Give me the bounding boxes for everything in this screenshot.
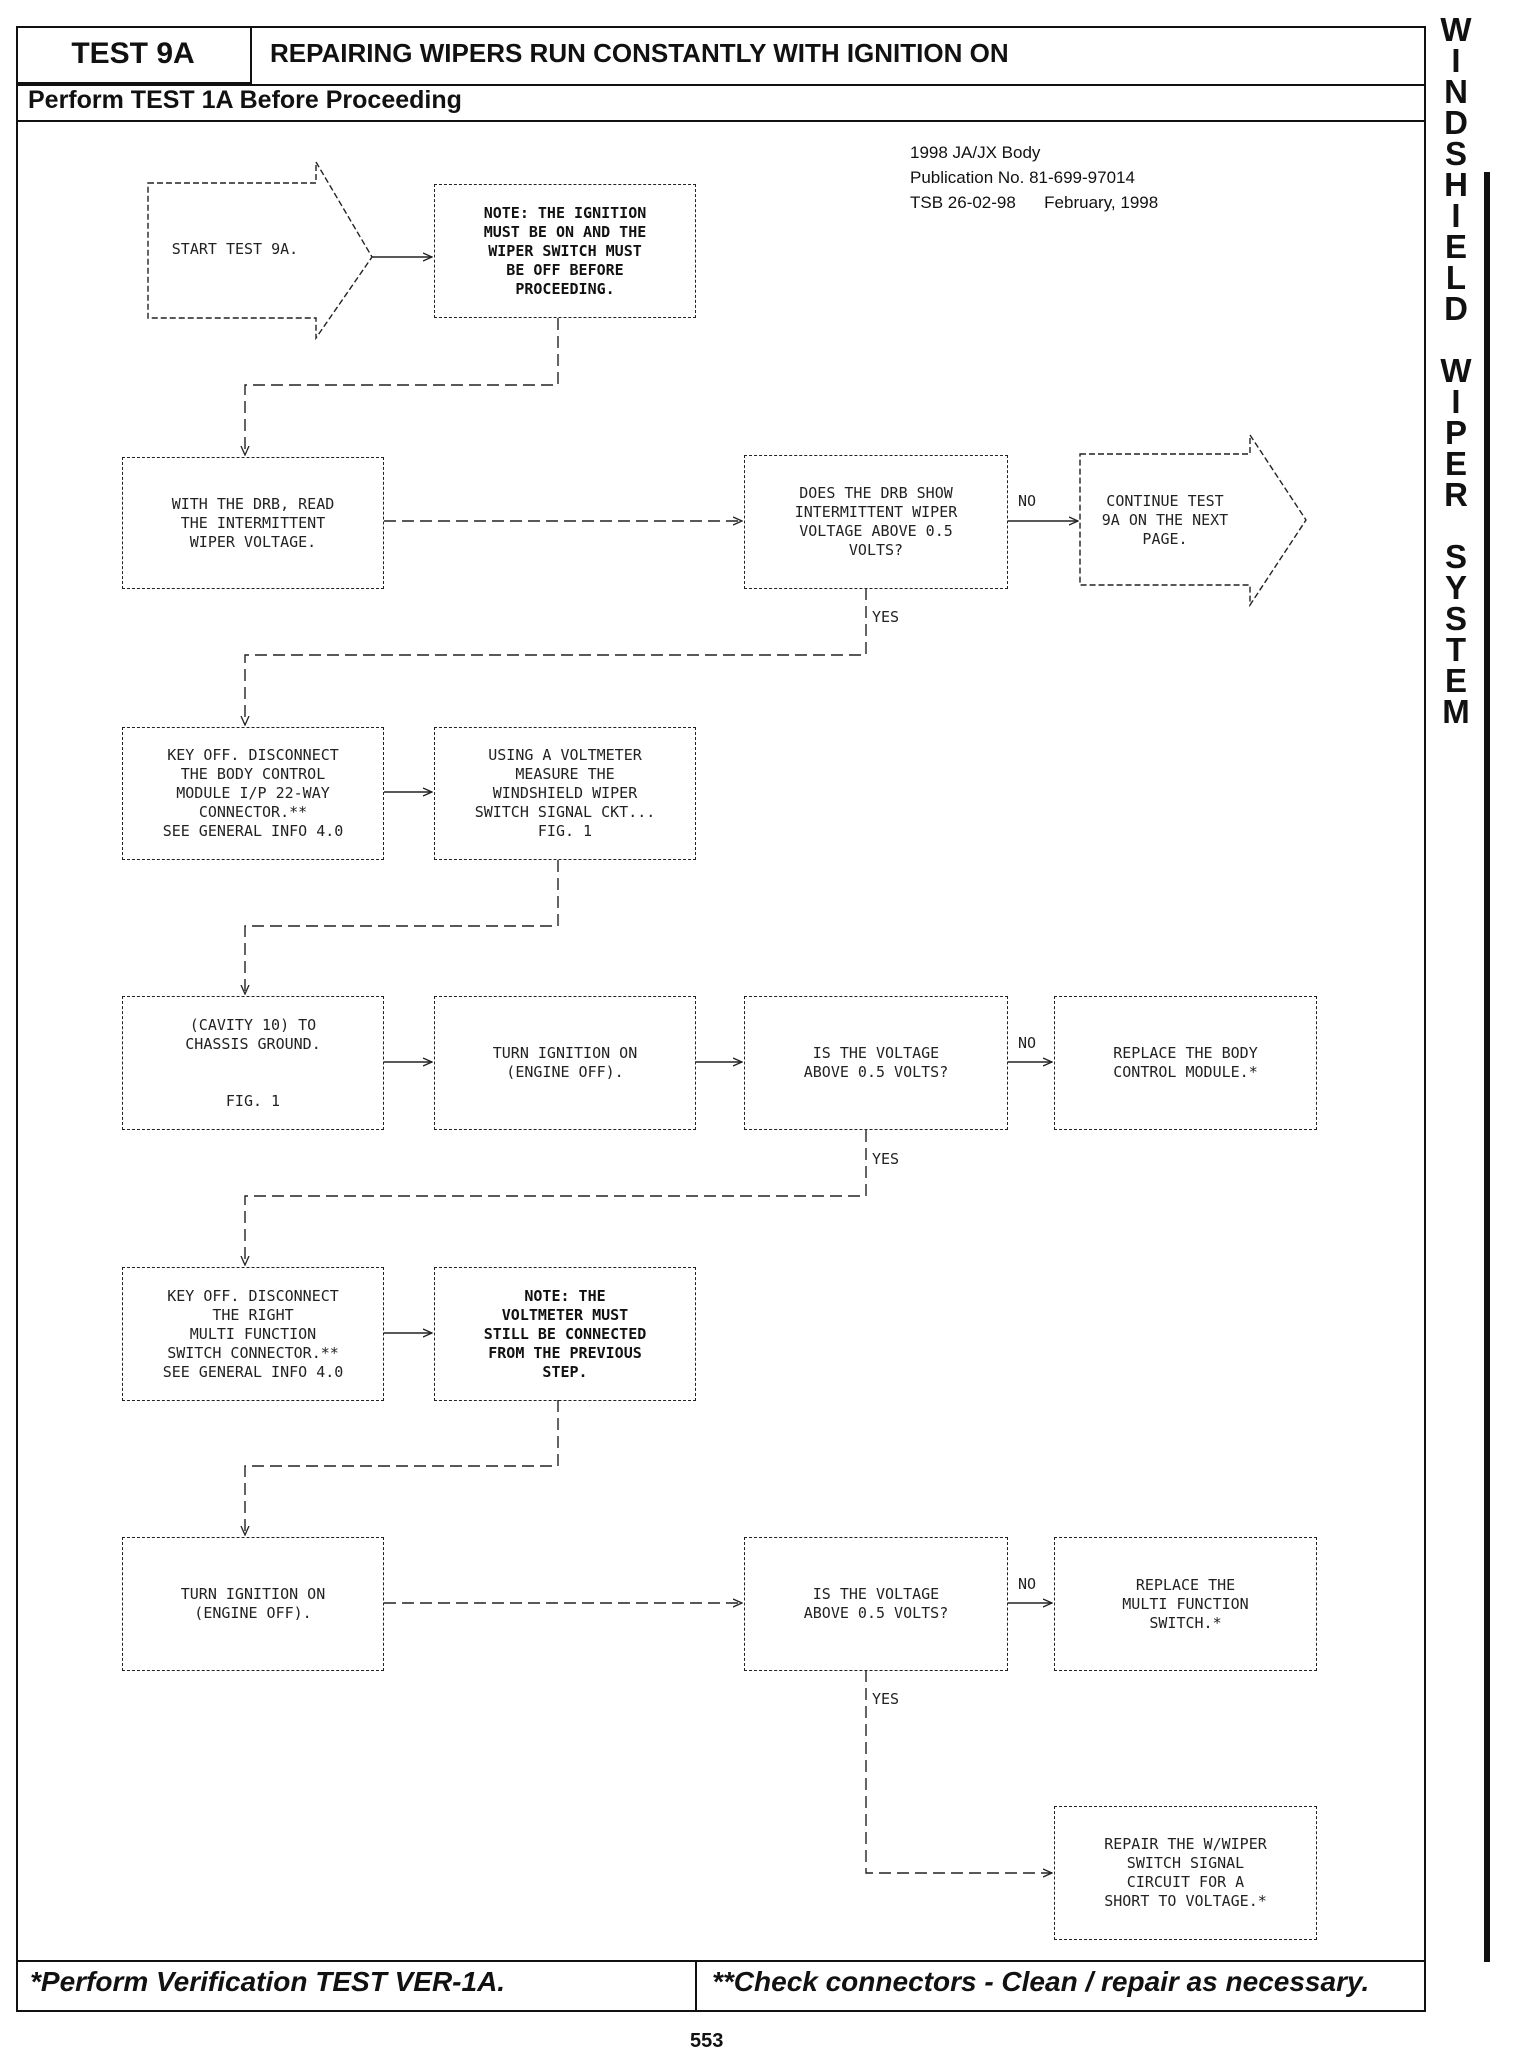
label-yes-2: YES	[872, 1150, 900, 1168]
step-ignition-on-2: TURN IGNITION ON (ENGINE OFF).	[122, 1537, 384, 1671]
side-tab-letter: T	[1445, 631, 1467, 668]
side-tab-letter: S	[1444, 135, 1467, 172]
side-tab-letter: E	[1444, 228, 1467, 265]
question-voltage-2: IS THE VOLTAGE ABOVE 0.5 VOLTS?	[744, 1537, 1008, 1671]
start-arrow-shape	[147, 159, 373, 341]
side-tab-letter: W	[1440, 11, 1472, 48]
step-key-off-mfs: KEY OFF. DISCONNECT THE RIGHT MULTI FUNC…	[122, 1267, 384, 1401]
subtitle-divider	[16, 120, 1426, 122]
question-drb-voltage: DOES THE DRB SHOW INTERMITTENT WIPER VOL…	[744, 455, 1008, 589]
label-no-2: NO	[1018, 1034, 1037, 1052]
side-tab-letter: I	[1451, 383, 1461, 420]
step-cavity-10: (CAVITY 10) TO CHASSIS GROUND. FIG. 1	[122, 996, 384, 1130]
header-divider	[16, 84, 1426, 86]
side-tab-letter: Y	[1444, 569, 1467, 606]
side-tab-letter: S	[1444, 538, 1467, 575]
step-voltmeter-measure: USING A VOLTMETER MEASURE THE WINDSHIELD…	[434, 727, 696, 860]
subtitle: Perform TEST 1A Before Proceeding	[28, 86, 462, 114]
footer-divider	[16, 1960, 1426, 1962]
pub-line-2: Publication No. 81-699-97014	[910, 168, 1135, 187]
continue-next-page-label: CONTINUE TEST 9A ON THE NEXT PAGE.	[1101, 492, 1229, 548]
step-read-drb-voltage: WITH THE DRB, READ THE INTERMITTENT WIPE…	[122, 457, 384, 589]
side-tab-letter: L	[1445, 259, 1467, 296]
side-tab-letter: E	[1444, 662, 1467, 699]
question-voltage-1: IS THE VOLTAGE ABOVE 0.5 VOLTS?	[744, 996, 1008, 1130]
side-tab-letter: I	[1451, 197, 1461, 234]
footer-connectors-note: **Check connectors - Clean / repair as n…	[712, 1966, 1370, 1997]
footer-verification-note: *Perform Verification TEST VER-1A.	[30, 1966, 506, 1997]
note-voltmeter-connected: NOTE: THE VOLTMETER MUST STILL BE CONNEC…	[434, 1267, 696, 1401]
step-key-off-bcm: KEY OFF. DISCONNECT THE BODY CONTROL MOD…	[122, 727, 384, 860]
note-ignition-on: NOTE: THE IGNITION MUST BE ON AND THE WI…	[434, 184, 696, 318]
side-bar	[1484, 172, 1490, 1962]
side-tab-letter: D	[1444, 104, 1468, 141]
side-tab-letter: R	[1444, 476, 1468, 513]
step-replace-mfs: REPLACE THE MULTI FUNCTION SWITCH.*	[1054, 1537, 1317, 1671]
continue-arrow-shape	[1079, 432, 1307, 608]
page-number: 553	[690, 2030, 724, 2052]
pub-line-3: TSB 26-02-98 February, 1998	[910, 193, 1159, 212]
start-test-label: START TEST 9A.	[171, 240, 299, 258]
step-repair-circuit: REPAIR THE W/WIPER SWITCH SIGNAL CIRCUIT…	[1054, 1806, 1317, 1940]
label-yes-1: YES	[872, 608, 900, 626]
side-tab-letter: D	[1444, 290, 1468, 327]
label-yes-3: YES	[872, 1690, 900, 1708]
side-tab-letter: M	[1442, 693, 1470, 730]
side-tab-letter: W	[1440, 352, 1472, 389]
step-ignition-on-1: TURN IGNITION ON (ENGINE OFF).	[434, 996, 696, 1130]
side-tab-letter: I	[1451, 42, 1461, 79]
side-tab-letter: S	[1444, 600, 1467, 637]
label-no-3: NO	[1018, 1575, 1037, 1593]
label-no-1: NO	[1018, 492, 1037, 510]
footer-column-divider	[695, 1960, 697, 2012]
page-frame	[16, 26, 1426, 2012]
page-title: REPAIRING WIPERS RUN CONSTANTLY WITH IGN…	[270, 38, 1009, 68]
test-id: TEST 9A	[16, 26, 252, 84]
side-tab-letter: E	[1444, 445, 1467, 482]
side-tab-letter: N	[1444, 73, 1468, 110]
step-replace-bcm: REPLACE THE BODY CONTROL MODULE.*	[1054, 996, 1317, 1130]
side-tab-letter: H	[1444, 166, 1468, 203]
side-tab-letter: P	[1444, 414, 1467, 451]
pub-line-1: 1998 JA/JX Body	[910, 143, 1041, 162]
